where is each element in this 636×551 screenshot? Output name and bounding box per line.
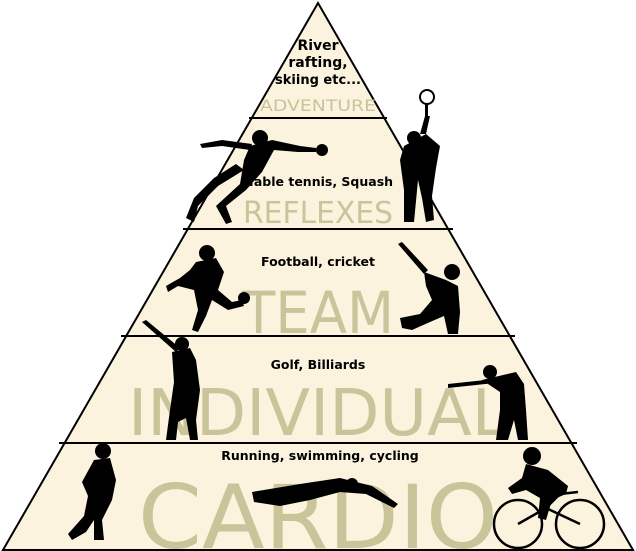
- cricket-batsman-icon: [398, 242, 460, 334]
- examples-adventure-line-2: rafting,: [288, 55, 347, 71]
- category-team: TEAM: [241, 279, 394, 347]
- swimmer-icon: [252, 478, 398, 508]
- examples-reflexes: Table tennis, Squash: [247, 174, 393, 189]
- cyclist-icon: [492, 447, 606, 550]
- category-reflexes: REFLEXES: [243, 196, 393, 231]
- runner-icon: [68, 443, 116, 540]
- squash-player-icon: [400, 89, 440, 222]
- football-player-icon: [166, 245, 250, 332]
- examples-individual: Golf, Billiards: [271, 357, 366, 372]
- category-adventure: ADVENTURE: [260, 96, 376, 115]
- examples-cardio: Running, swimming, cycling: [221, 448, 419, 463]
- category-cardio: CARDIO: [138, 466, 498, 551]
- billiards-player-icon: [448, 365, 528, 440]
- examples-adventure-line-1: River: [297, 38, 338, 54]
- golfer-icon: [142, 320, 200, 440]
- table-tennis-player-icon: [186, 130, 328, 224]
- examples-team: Football, cricket: [261, 254, 375, 269]
- examples-adventure-line-3: skiing etc...: [275, 73, 361, 88]
